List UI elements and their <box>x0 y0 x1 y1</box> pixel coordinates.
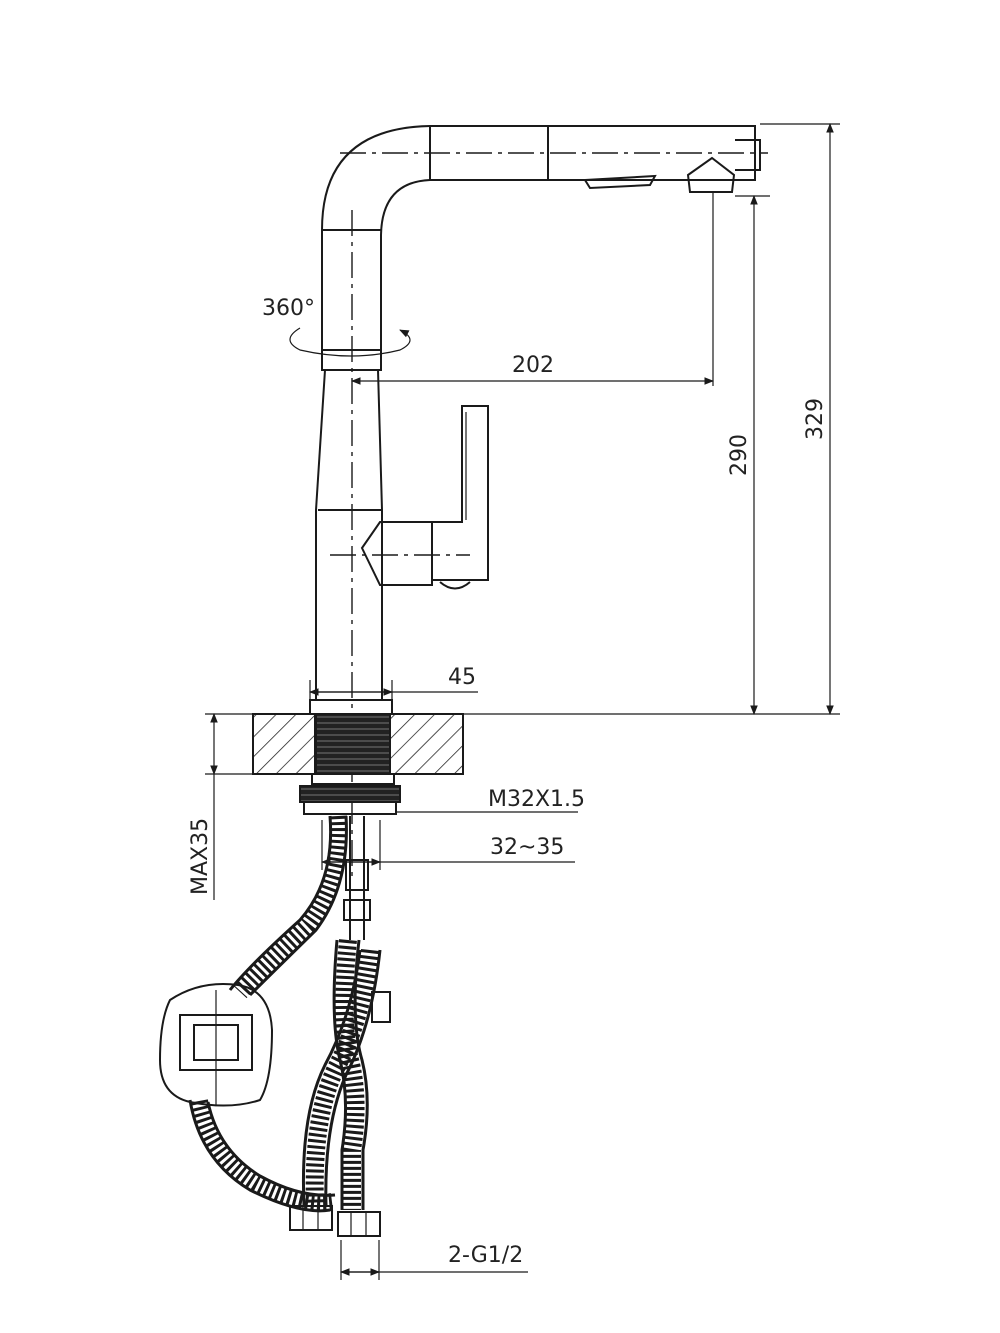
faucet-body <box>309 125 761 715</box>
connections-label: 2-G1/2 <box>448 1243 523 1268</box>
pullout-button <box>583 174 657 190</box>
fitting-left <box>289 1205 333 1231</box>
lever-handle <box>360 405 489 590</box>
aerator-nozzle <box>686 156 736 193</box>
fitting-right <box>337 1211 381 1237</box>
hole-range-label: 32~35 <box>490 835 564 860</box>
check-valve <box>371 991 391 1023</box>
rotation-label: 360° <box>262 296 315 321</box>
dimension-lines <box>205 123 840 1280</box>
dimension-labels: 360° 202 290 329 45 M32X1.5 32~35 MAX35 … <box>188 296 828 1268</box>
supply-hoses <box>158 815 391 1237</box>
max-thickness-label: MAX35 <box>188 818 213 895</box>
base-ring <box>309 699 393 715</box>
mounting-nut <box>299 785 401 803</box>
mounting-shank <box>315 713 391 775</box>
base-diameter-label: 45 <box>448 665 476 690</box>
total-height-label: 329 <box>803 398 828 440</box>
countertop-section <box>252 713 464 815</box>
spout-height-label: 290 <box>727 434 752 476</box>
thread-label: M32X1.5 <box>488 787 585 812</box>
reach-label: 202 <box>512 353 554 378</box>
hose-weight <box>158 983 274 1107</box>
